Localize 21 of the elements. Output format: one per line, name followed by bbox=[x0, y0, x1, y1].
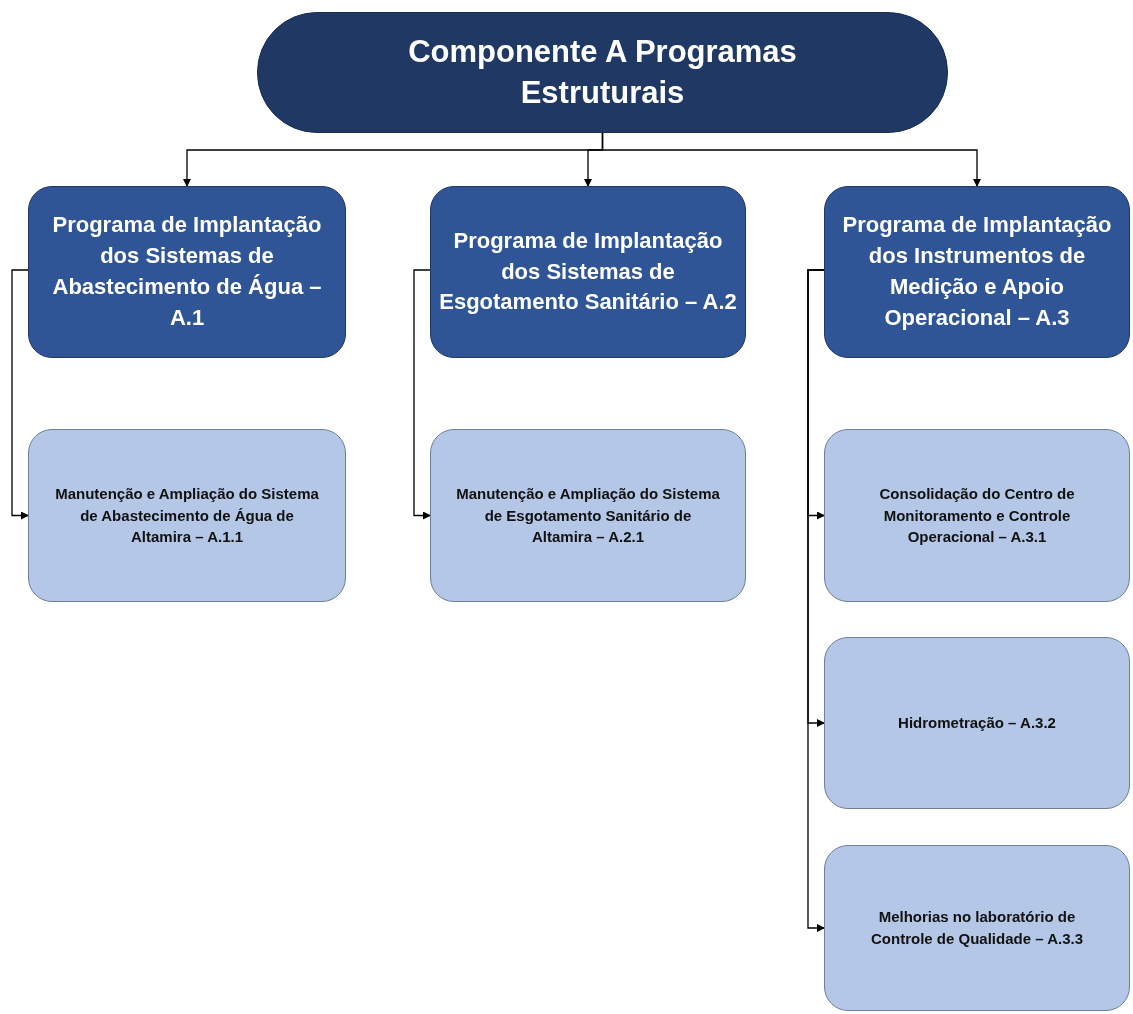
project-box bbox=[430, 429, 746, 602]
connector-arrow bbox=[413, 269, 431, 520]
box-label: Consolidação do Centro de Monitoramento e Controle Operacional – A.3.1 bbox=[878, 483, 1076, 548]
box-label: Programa de Implantação dos Instrumentos de Medição e Apoio Operacional – A.3 bbox=[841, 211, 1113, 332]
connector-arrow bbox=[807, 269, 825, 932]
box-label: Melhorias no laboratório de Controle de Qualidade – A.3.3 bbox=[870, 907, 1084, 949]
connector-arrow bbox=[11, 269, 29, 520]
box-label: Componente A Programas Estruturais bbox=[407, 33, 798, 112]
box-label: Hidrometração – A.3.2 bbox=[898, 713, 1056, 734]
project-box bbox=[824, 637, 1130, 809]
program-box bbox=[28, 186, 346, 358]
box-label: Programa de Implantação dos Sistemas de Esgotamento Sanitário – A.2 bbox=[439, 226, 737, 317]
program-box bbox=[824, 186, 1130, 358]
project-box bbox=[824, 845, 1130, 1011]
program-box bbox=[430, 186, 746, 358]
connector-arrow bbox=[601, 132, 981, 187]
box-label: Manutenção e Ampliação do Sistema de Esgotamento Sanitário de Altamira – A.2.1 bbox=[455, 483, 721, 548]
project-box bbox=[28, 429, 346, 602]
box-label: Manutenção e Ampliação do Sistema de Abastecimento de Água de Altamira – A.1.1 bbox=[54, 483, 320, 548]
box-label: Programa de Implantação dos Sistemas de Abastecimento de Água – A.1 bbox=[51, 211, 323, 332]
project-box bbox=[824, 429, 1130, 602]
